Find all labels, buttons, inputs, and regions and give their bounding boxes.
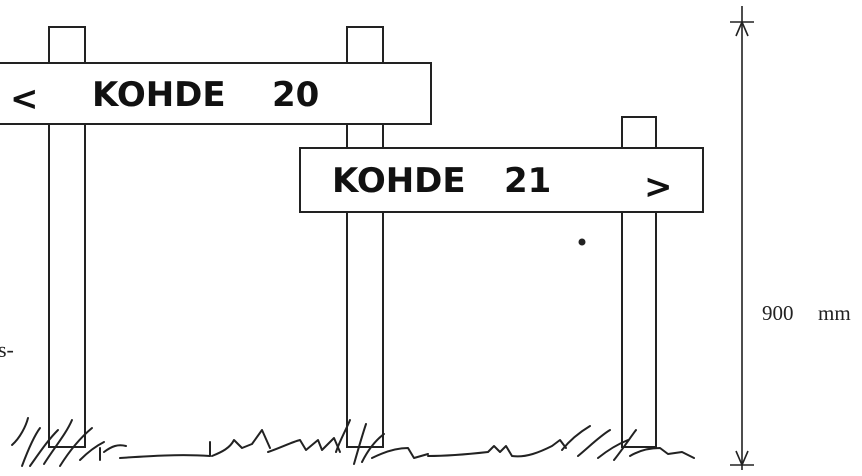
grass-ground: [11, 417, 695, 467]
dimension-line: [730, 6, 754, 470]
sign-arrow-left-icon: <: [10, 79, 39, 119]
sign-arrow-right-icon: >: [644, 167, 673, 207]
sign-board-kohde-20: < KOHDE 20: [0, 62, 432, 125]
dimension-value: 900: [762, 301, 794, 325]
sign-board-kohde-21: KOHDE 21 >: [299, 147, 704, 213]
sign-board-right: [299, 147, 704, 213]
dot-mark: [578, 238, 586, 246]
sign-label-20: KOHDE: [92, 75, 226, 115]
sign-number-21: 21: [504, 161, 551, 201]
sign-board-left: [0, 62, 432, 125]
dimension-unit: mm: [818, 301, 851, 325]
edge-text-fragment: s-: [0, 337, 14, 362]
sign-number-20: 20: [272, 75, 319, 115]
sign-label-21: KOHDE: [332, 161, 466, 201]
